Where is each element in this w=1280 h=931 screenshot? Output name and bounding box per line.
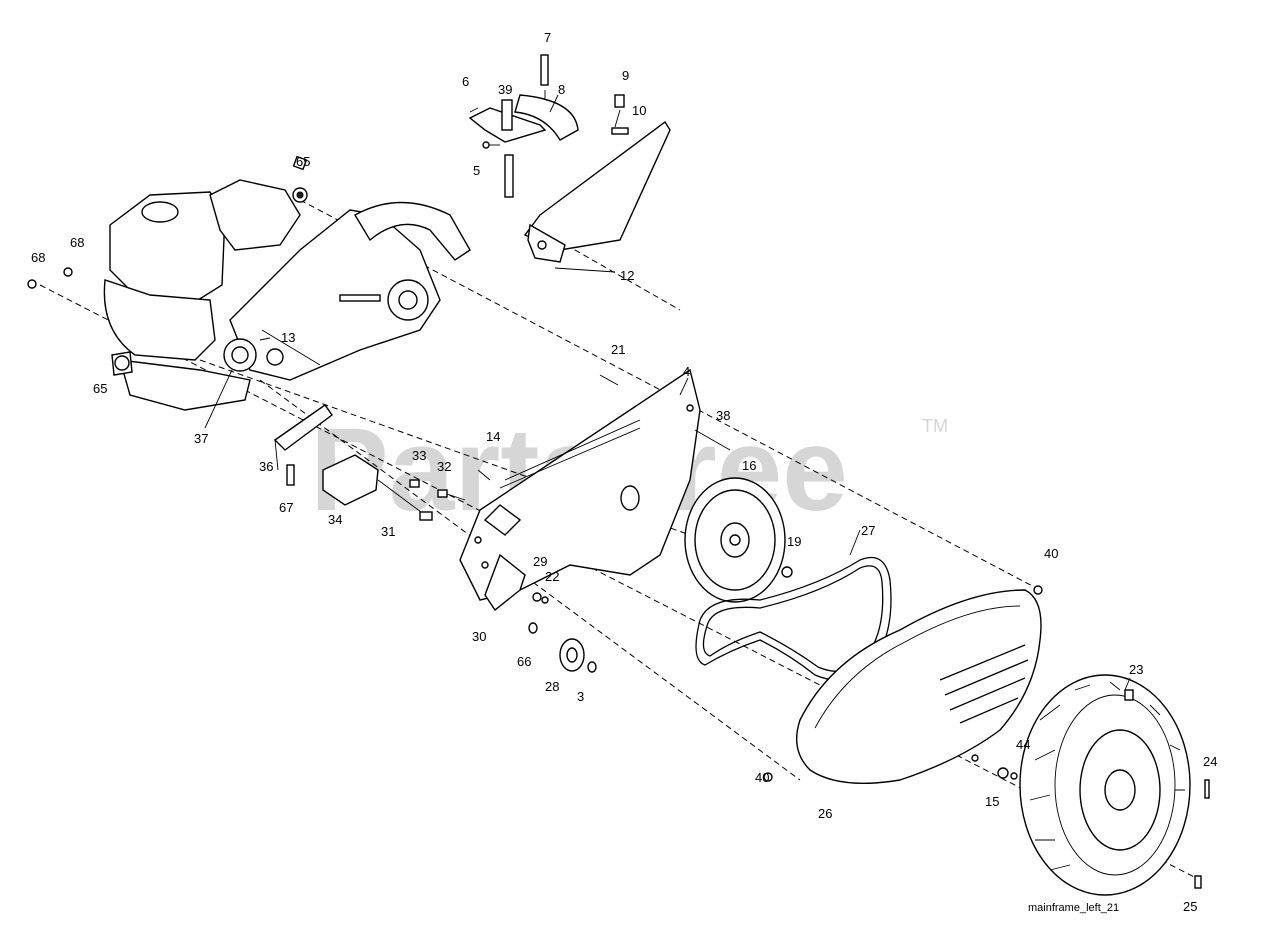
callout-67: 67 [279,500,293,515]
callout-12: 12 [620,268,634,283]
callout-44: 44 [1016,737,1030,752]
callout-14: 14 [486,429,500,444]
callout-28: 28 [545,679,559,694]
callout-19: 19 [787,534,801,549]
callout-65a: 65 [296,154,310,169]
watermark-trademark: TM [922,416,948,436]
callout-31: 31 [381,524,395,539]
callout-65b: 65 [93,381,107,396]
callout-21: 21 [611,342,625,357]
callout-34: 34 [328,512,342,527]
callout-66: 66 [517,654,531,669]
lower-hardware [273,374,731,521]
callout-26: 26 [818,806,832,821]
callout-10: 10 [632,103,646,118]
callout-labels: 7 6 39 8 9 10 5 12 65 68 68 13 65 37 21 … [31,30,1217,914]
callout-13: 13 [281,330,295,345]
callout-68a: 68 [70,235,84,250]
callout-25: 25 [1183,899,1197,914]
diagram-id: mainframe_left_21 [1028,902,1119,914]
idler-pulley [528,622,597,673]
callout-68b: 68 [31,250,45,265]
callout-24: 24 [1203,754,1217,769]
callout-36: 36 [259,459,273,474]
callout-40b: 40 [755,770,769,785]
callout-15: 15 [985,794,999,809]
large-pulley [684,477,793,603]
callout-39: 39 [498,82,512,97]
shield-plate [523,94,671,263]
callout-9: 9 [622,68,629,83]
callout-37: 37 [194,431,208,446]
callout-6: 6 [462,74,469,89]
callout-5: 5 [473,163,480,178]
callout-7: 7 [544,30,551,45]
callout-23: 23 [1129,662,1143,677]
callout-32: 32 [437,459,451,474]
callout-33: 33 [412,448,426,463]
belt-cover [763,585,1043,784]
callout-29: 29 [533,554,547,569]
callout-16: 16 [742,458,756,473]
wheel [997,674,1210,896]
callout-4: 4 [683,364,690,379]
upper-bracket-group [468,54,579,198]
callout-3: 3 [577,689,584,704]
fasteners [27,187,308,371]
callout-27: 27 [861,523,875,538]
callout-40a: 40 [1044,546,1058,561]
idler-bracket [484,553,549,612]
callout-22: 22 [545,569,559,584]
engine-assembly [103,155,471,411]
callout-8: 8 [558,82,565,97]
leader-lines [204,90,1131,691]
callout-30: 30 [472,629,486,644]
callout-38: 38 [716,408,730,423]
